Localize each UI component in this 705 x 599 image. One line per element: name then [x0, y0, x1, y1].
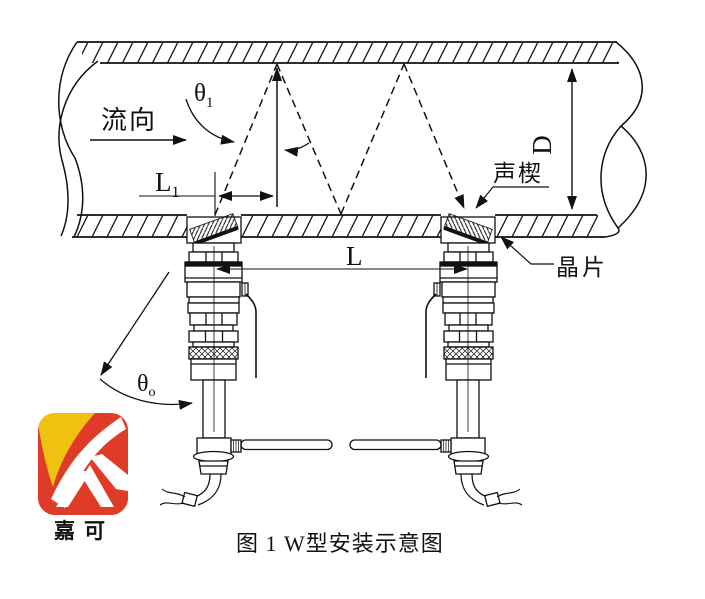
theta0-label: θo — [137, 371, 156, 400]
transducer-right — [348, 211, 524, 509]
flow-direction-label: 流向 — [101, 106, 157, 135]
logo-k-swoosh — [51, 417, 126, 508]
sound-wedge-label: 声楔 — [493, 161, 543, 186]
L-label: L — [346, 241, 363, 271]
logo-k-left-leg — [56, 471, 91, 507]
jiake-logo: 嘉可 — [38, 413, 128, 543]
figure-caption: 图 1 W型安装示意图 — [236, 531, 444, 556]
crystal-callout: 晶片 — [500, 236, 608, 280]
pipe-break-right — [600, 41, 643, 238]
crystal-label: 晶片 — [556, 255, 608, 280]
L1-label: L1 — [155, 167, 180, 201]
dimension-D: D — [527, 68, 577, 210]
ultrasound-w-beam-path — [214, 63, 465, 216]
theta0-annotation: θo — [99, 271, 193, 410]
logo-wordmark: 嘉可 — [54, 519, 114, 543]
pipe-wall-hatch-top — [82, 42, 618, 63]
theta1-annotation: θ1 — [185, 80, 310, 157]
transducer-left — [158, 211, 334, 509]
logo-k-right-leg — [82, 465, 114, 507]
sound-wedge-callout: 声楔 — [475, 161, 549, 209]
logo-yellow-wedge — [38, 413, 95, 487]
D-label: D — [527, 135, 557, 155]
theta1-label: θ1 — [194, 80, 213, 111]
pipe-break-left — [58, 60, 99, 237]
flow-direction-annotation: 流向 — [90, 106, 187, 145]
pipe-break-left-2 — [58, 41, 84, 238]
pipe-break-right-2 — [617, 125, 647, 229]
pipe-wall-hatch-bottom — [77, 215, 598, 237]
dimension-L: L — [216, 241, 468, 274]
logo-k-arm — [90, 454, 128, 491]
jiake-logo-icon — [38, 413, 128, 515]
dimension-L1: L1 — [139, 167, 274, 216]
